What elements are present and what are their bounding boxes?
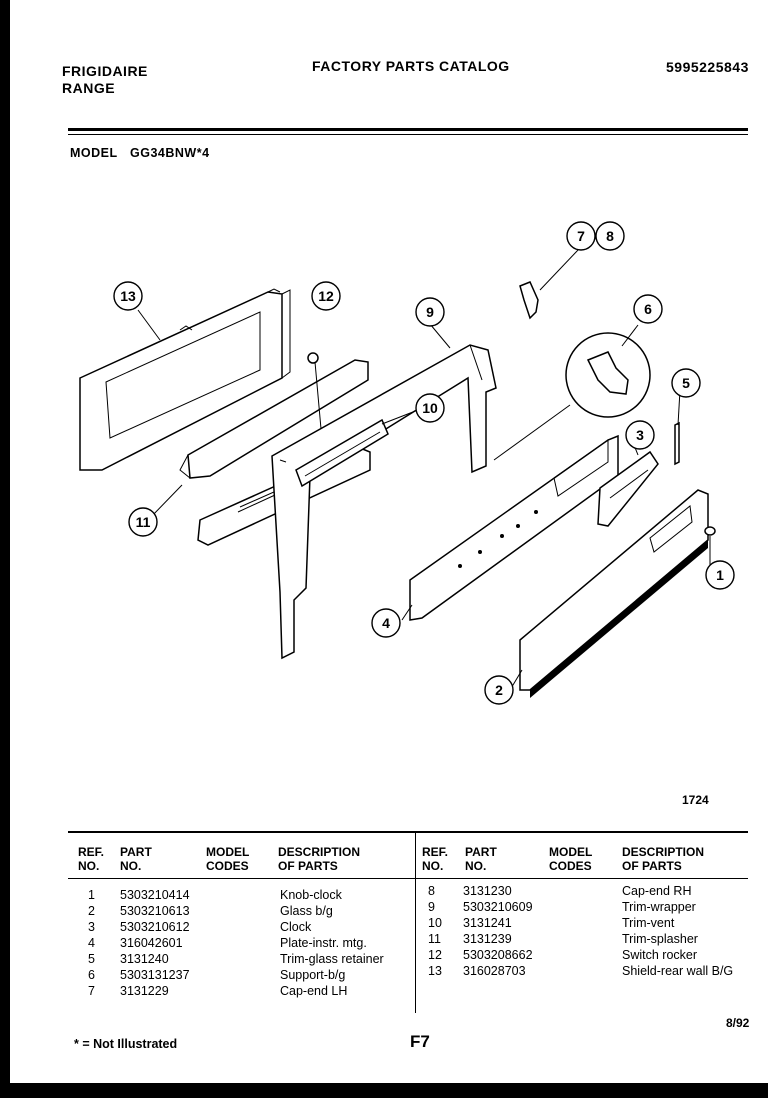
- callout-2: 2: [484, 675, 514, 705]
- shield-rear-wall-part: [79, 288, 291, 471]
- callout-12: 12: [311, 281, 341, 311]
- model-label: MODEL: [70, 146, 118, 160]
- svg-text:10: 10: [422, 400, 438, 416]
- callout-11: 11: [128, 507, 158, 537]
- exploded-parts-diagram: 1 2 3 4 5 6 7 8 9 10 11 12 13 1724: [79, 221, 735, 807]
- callout-4: 4: [371, 608, 401, 638]
- svg-text:4: 4: [382, 615, 390, 631]
- instrument-plate-part: [409, 434, 619, 621]
- support-detail-part: [493, 332, 651, 461]
- callout-3: 3: [625, 420, 655, 450]
- glass-backguard-part: [519, 489, 709, 698]
- svg-text:9: 9: [426, 304, 434, 320]
- catalog-title: FACTORY PARTS CATALOG: [312, 58, 510, 74]
- clock-part: [597, 450, 659, 527]
- callout-1: 1: [705, 560, 735, 590]
- svg-text:2: 2: [495, 682, 503, 698]
- svg-text:1: 1: [716, 567, 724, 583]
- svg-text:6: 6: [644, 301, 652, 317]
- callout-7: 7: [566, 221, 596, 251]
- callout-8: 8: [595, 221, 625, 251]
- table-header-rule: [68, 878, 748, 879]
- callout-5: 5: [671, 368, 701, 398]
- svg-text:13: 13: [120, 288, 136, 304]
- callout-10: 10: [415, 393, 445, 423]
- svg-text:5: 5: [682, 375, 690, 391]
- svg-text:11: 11: [136, 514, 151, 530]
- table-divider: [415, 833, 416, 1013]
- model-number: GG34BNW*4: [130, 146, 210, 160]
- table-top-rule: [68, 831, 748, 833]
- page-number: F7: [410, 1032, 430, 1051]
- svg-text:8: 8: [606, 228, 614, 244]
- brand-name: FRIGIDAIRE: [62, 63, 148, 79]
- ref-no-header-right: REF.NO.: [422, 845, 449, 873]
- callout-13: 13: [113, 281, 143, 311]
- catalog-page: FRIGIDAIRE RANGE FACTORY PARTS CATALOG 5…: [10, 0, 768, 1083]
- figure-number: 1724: [682, 793, 709, 807]
- callout-9: 9: [415, 297, 445, 327]
- not-illustrated-note: * = Not Illustrated: [74, 1037, 178, 1051]
- product-type: RANGE: [62, 80, 116, 96]
- trim-wrapper-part: [271, 344, 497, 660]
- svg-text:3: 3: [636, 427, 644, 443]
- ref-no-header: REF.NO.: [78, 845, 105, 873]
- catalog-number: 5995225843: [666, 59, 749, 75]
- end-cap-part: [519, 281, 539, 320]
- callout-6: 6: [633, 294, 663, 324]
- svg-text:12: 12: [318, 288, 334, 304]
- revision-date: 8/92: [726, 1016, 750, 1030]
- header-rule: [68, 128, 748, 131]
- svg-text:7: 7: [577, 228, 585, 244]
- knob-part: [704, 526, 716, 536]
- switch-rocker-part: [307, 352, 323, 441]
- header-rule-thin: [68, 134, 748, 135]
